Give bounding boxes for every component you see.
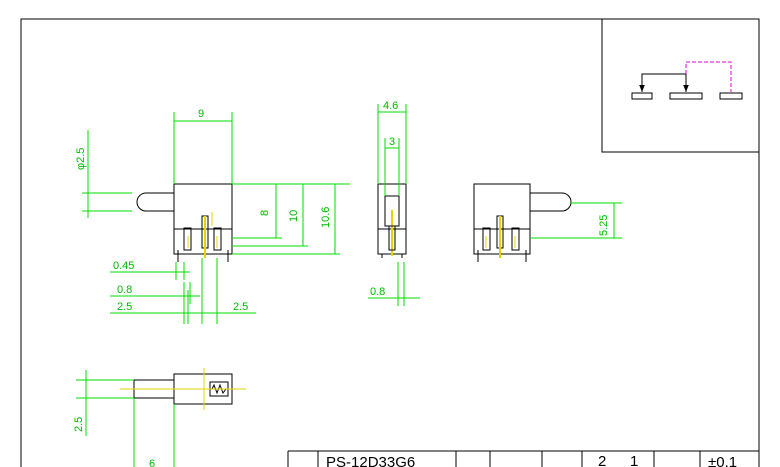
- side-view-dimensions: [82, 112, 350, 324]
- dim-side-width: 9: [198, 108, 204, 120]
- dim-height-8: 8: [259, 210, 271, 216]
- right-view: [473, 183, 572, 262]
- dim-pitch-0-8: 0.8: [117, 284, 132, 296]
- part-number: PS-12D33G6: [326, 454, 415, 467]
- dim-front-inner: 3: [389, 136, 395, 148]
- terminal-left: [631, 92, 653, 100]
- drawing-frame: [20, 18, 760, 467]
- side-view: [136, 183, 233, 262]
- dim-pin-diameter: φ2.5: [75, 148, 87, 170]
- front-view-dimensions: [368, 104, 420, 306]
- dim-pitch-2-5-right: 2.5: [233, 301, 248, 313]
- title-block: PS-12D33G6 2 1 ±0.1: [287, 450, 759, 467]
- circuit-schematic: [601, 18, 760, 153]
- dim-right-height: 5.25: [598, 215, 610, 236]
- dim-height-10: 10: [288, 210, 300, 222]
- dim-pitch-0-45: 0.45: [113, 260, 134, 272]
- front-view: [377, 183, 407, 258]
- dim-bottom-length: 6: [149, 458, 155, 467]
- dim-front-width: 4.6: [383, 100, 398, 112]
- dimension-labels: 9 φ2.5 8 10 10.6 0.45 0.8 2.5 2.5 4.6 3 …: [73, 100, 610, 467]
- bottom-view-dimensions: [76, 370, 175, 467]
- dim-front-pin: 0.8: [370, 286, 385, 298]
- dim-pitch-2-5-left: 2.5: [117, 301, 132, 313]
- title-col-a: 2: [598, 453, 606, 467]
- title-col-b: 1: [630, 453, 638, 467]
- terminal-middle: [669, 92, 703, 100]
- tolerance: ±0.1: [708, 454, 737, 467]
- bottom-view: [120, 368, 246, 410]
- dim-height-10-6: 10.6: [320, 207, 332, 228]
- terminal-right: [719, 92, 743, 100]
- right-view-dimensions: [530, 202, 622, 239]
- dim-bottom-height: 2.5: [73, 417, 85, 432]
